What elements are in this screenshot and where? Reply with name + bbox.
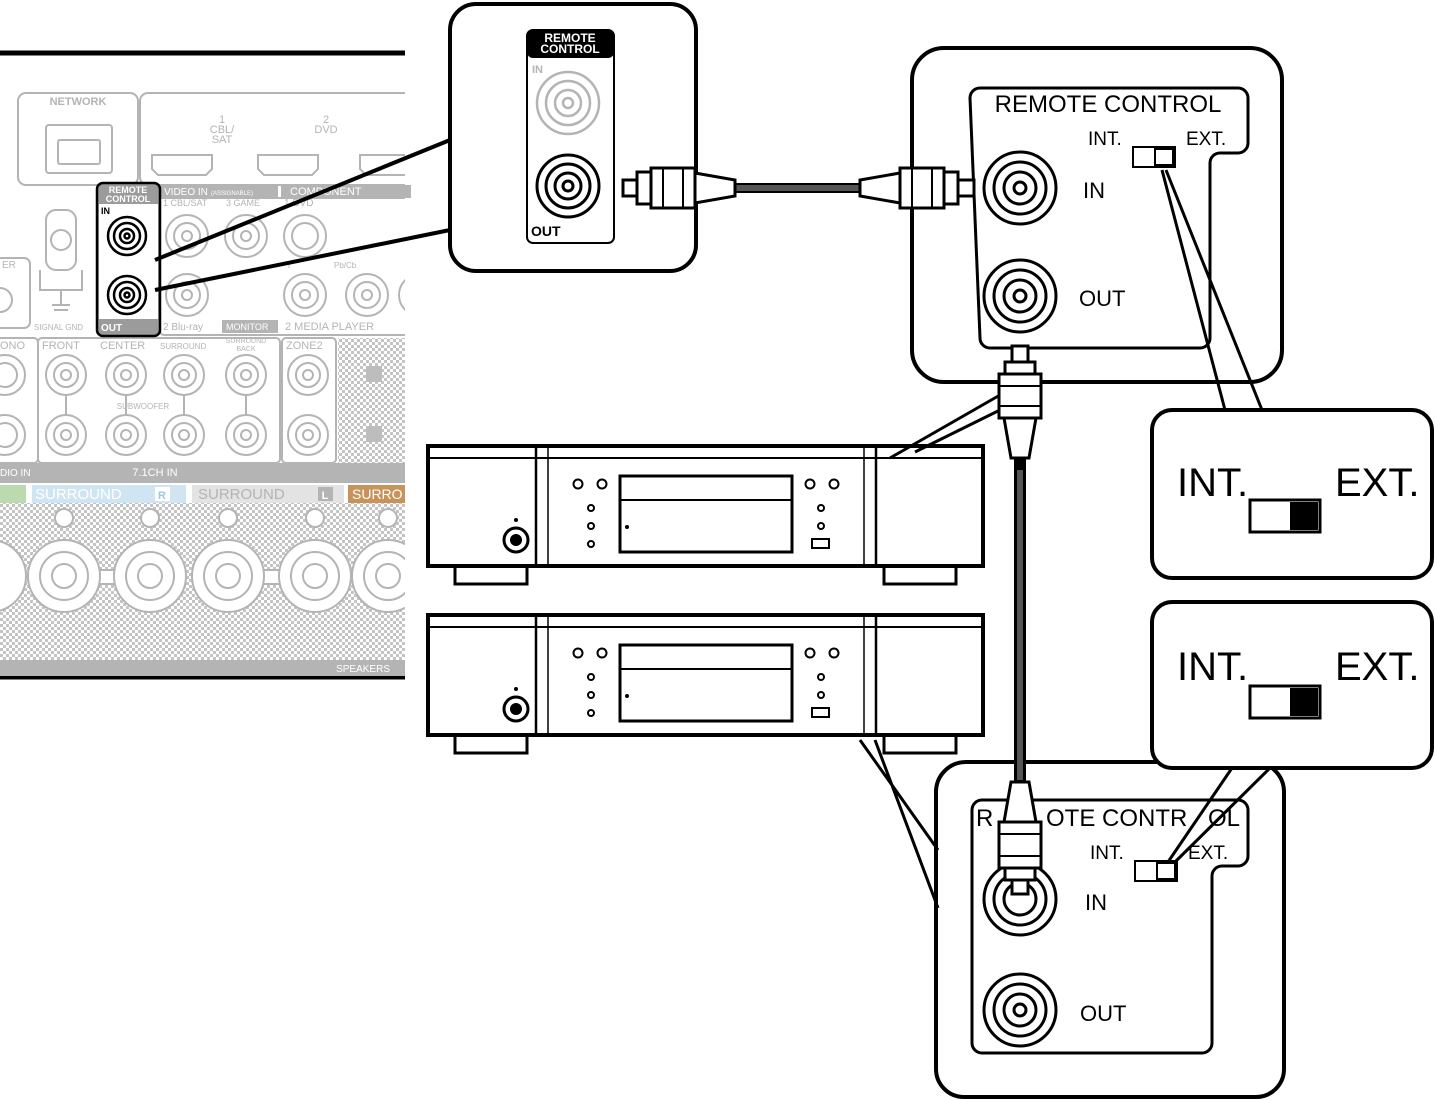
remote-cable-2 bbox=[997, 344, 1043, 896]
bottom-switch-ext-label: EXT. bbox=[1188, 843, 1228, 864]
bottom-switch-callout: INT. EXT. bbox=[1150, 600, 1434, 770]
top-switch-ext-label: EXT. bbox=[1186, 129, 1226, 150]
dio-in-fragment: DIO IN bbox=[0, 468, 31, 479]
receiver-remote-jacks: REMOTE CONTROL IN OUT bbox=[95, 181, 162, 338]
video-in-label: VIDEO IN bbox=[164, 187, 208, 198]
device-2 bbox=[426, 613, 985, 755]
top-in-jack[interactable] bbox=[982, 150, 1058, 226]
bottom-int-ext-switch[interactable] bbox=[1134, 860, 1178, 882]
ethernet-port-icon bbox=[45, 124, 113, 174]
zoom-receiver-remote-box: REMOTE CONTROL IN OUT bbox=[448, 1, 698, 273]
receiver-remote-title: REMOTE bbox=[109, 185, 148, 195]
input-1-name: CBL/ bbox=[210, 124, 235, 136]
top-device-remote-panel: REMOTE CONTROL INT. EXT. IN OUT bbox=[910, 46, 1284, 384]
top-callout-ext-label: EXT. bbox=[1335, 461, 1419, 505]
surro-fragment: SURRO bbox=[352, 486, 403, 502]
hdmi-port-icon bbox=[257, 154, 319, 176]
receiver-in-label: IN bbox=[101, 206, 110, 216]
top-callout-switch-ext[interactable] bbox=[1248, 498, 1322, 534]
network-block bbox=[17, 92, 139, 186]
receiver-rear-panel: NETWORK 1 CBL/ SAT 2 DVD ER SIGNAL GND 1… bbox=[0, 50, 451, 680]
devices-stack bbox=[426, 444, 985, 755]
top-int-ext-switch[interactable] bbox=[1132, 146, 1176, 168]
subwoofer-label: SUBWOOFER bbox=[117, 402, 170, 411]
top-panel-title: REMOTE CONTROL bbox=[995, 91, 1222, 118]
vid-3-label: 3 GAME bbox=[226, 198, 260, 208]
top-callout-int-label: INT. bbox=[1177, 461, 1248, 505]
device-1 bbox=[426, 444, 985, 586]
bottom-out-label: OUT bbox=[1080, 1001, 1126, 1026]
surround-l-badge: L bbox=[322, 490, 329, 502]
input-1-name: SAT bbox=[212, 134, 233, 146]
zoom-in-label: IN bbox=[532, 64, 543, 76]
speakers-label: SPEAKERS bbox=[336, 664, 390, 675]
top-switch-callout: INT. EXT. bbox=[1150, 408, 1434, 580]
surround-label: SURROUND bbox=[160, 342, 206, 351]
surround-back-label: SURROUND bbox=[226, 338, 266, 345]
input-2-name: DVD bbox=[314, 124, 337, 136]
zoom-out-label: OUT bbox=[531, 223, 561, 239]
zoom-out-jack bbox=[535, 153, 601, 219]
receiver-out-label: OUT bbox=[101, 323, 122, 334]
top-out-jack[interactable] bbox=[982, 258, 1058, 334]
bottom-panel-title-left: R bbox=[976, 805, 993, 832]
ch71-label: 7.1CH IN bbox=[132, 467, 177, 479]
zoom-in-jack bbox=[535, 70, 601, 136]
network-label: NETWORK bbox=[50, 96, 107, 108]
zone2-label: ZONE2 bbox=[286, 340, 323, 352]
bottom-switch-int-label: INT. bbox=[1090, 843, 1124, 864]
comp-pb-label: Pb/Cb bbox=[334, 261, 357, 270]
top-switch-int-label: INT. bbox=[1088, 129, 1122, 150]
front-label: FRONT bbox=[42, 340, 80, 352]
center-label: CENTER bbox=[100, 340, 145, 352]
comp-2-label: 2 MEDIA PLAYER bbox=[285, 321, 374, 333]
bottom-panel-title-mid: OTE CONTR bbox=[1046, 805, 1187, 832]
er-fragment: ER bbox=[2, 260, 16, 271]
top-out-label: OUT bbox=[1079, 286, 1125, 311]
surround-r-badge: R bbox=[158, 490, 166, 502]
bottom-out-jack[interactable] bbox=[982, 972, 1058, 1048]
receiver-remote-title: CONTROL bbox=[106, 194, 151, 204]
surround-l-label: SURROUND bbox=[198, 486, 285, 503]
bottom-in-label: IN bbox=[1085, 890, 1107, 915]
vid-1-label: 1 CBL/SAT bbox=[163, 198, 208, 208]
bottom-callout-int-label: INT. bbox=[1177, 645, 1248, 689]
hdmi-port-icon bbox=[359, 154, 405, 176]
comp-y-label: Y bbox=[286, 260, 292, 270]
input-1-number: 1 bbox=[219, 114, 225, 126]
signal-gnd-label: SIGNAL GND bbox=[34, 323, 83, 332]
bottom-callout-switch-ext[interactable] bbox=[1248, 684, 1322, 720]
input-2-number: 2 bbox=[323, 114, 329, 126]
hdmi-port-icon bbox=[151, 154, 213, 176]
ono-fragment: ONO bbox=[0, 340, 26, 352]
monitor-label: MONITOR bbox=[226, 322, 269, 332]
top-in-label: IN bbox=[1083, 178, 1105, 203]
zoom-remote-title: REMOTE bbox=[544, 31, 595, 45]
bottom-callout-ext-label: EXT. bbox=[1335, 645, 1419, 689]
zoom-remote-title: CONTROL bbox=[540, 42, 599, 56]
video-in-assignable: (ASSIGNABLE) bbox=[211, 191, 253, 197]
bottom-panel-title-end: OL bbox=[1208, 805, 1240, 832]
surround-back-label: BACK bbox=[236, 346, 255, 353]
vid-2-label: 2 Blu-ray bbox=[163, 322, 203, 333]
remote-cable-1 bbox=[621, 166, 976, 210]
bottom-device-remote-panel: R OTE CONTR OL INT. EXT. IN OUT bbox=[934, 760, 1286, 1099]
surround-r-label: SURROUND bbox=[35, 486, 122, 503]
